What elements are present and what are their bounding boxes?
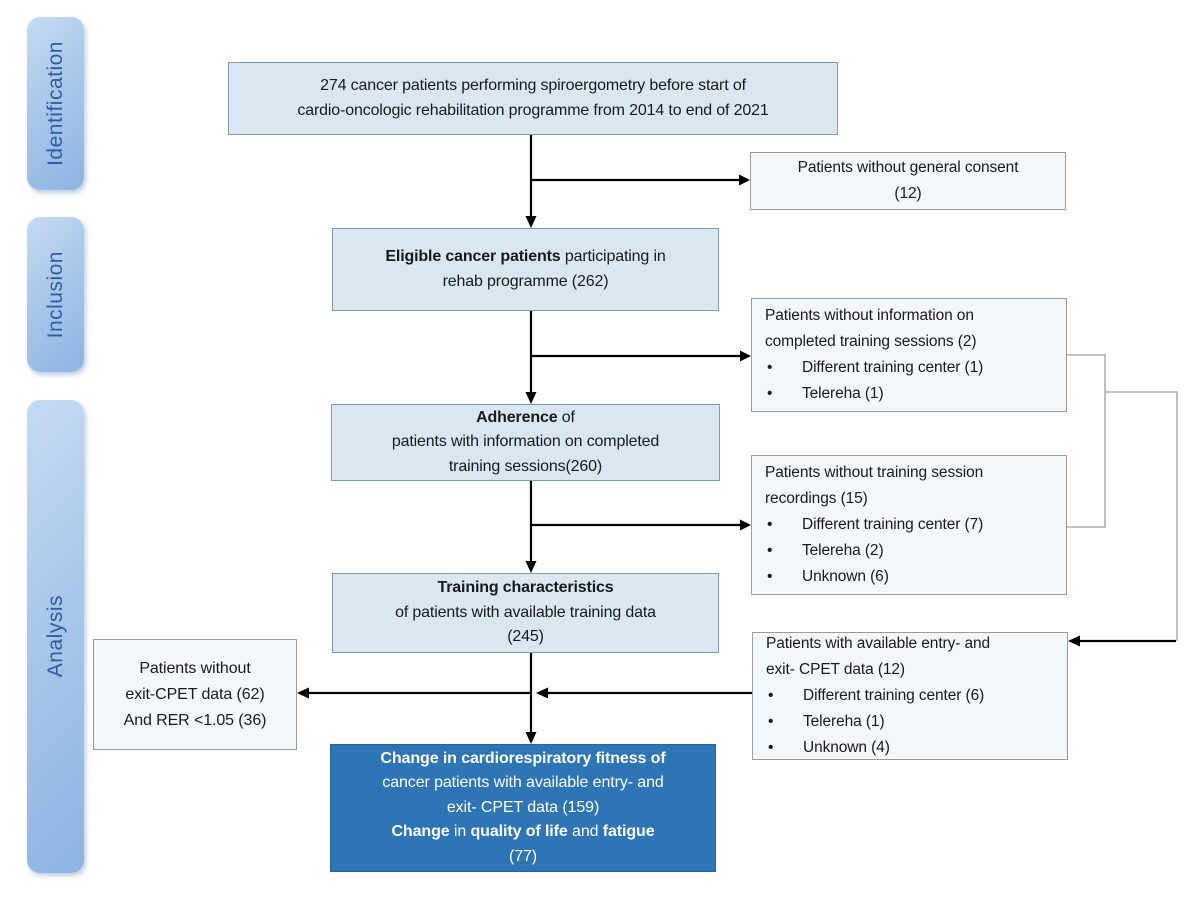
arrow-to-consent-head (739, 174, 750, 186)
stage-bar-inclusion: Inclusion (27, 217, 84, 372)
text-line: recordings (15) (765, 490, 868, 507)
text-line: Patients without (139, 659, 251, 677)
text-line: Adherence of (476, 408, 575, 426)
bullet-marker: • (768, 687, 774, 704)
text-line: (77) (508, 847, 538, 865)
bullet-line: •Different training center (6) (766, 683, 1057, 709)
stage-bar-identification: Identification (27, 17, 84, 190)
arrow-into-entryexit-head (1068, 635, 1080, 647)
text-line: completed training sessions (2) (765, 333, 977, 350)
text-line: cancer patients with available entry- an… (382, 774, 664, 792)
bullet-marker: • (767, 568, 773, 585)
text-line: (12) (894, 185, 922, 202)
text-line: cardio-oncologic rehabilitation programm… (297, 101, 769, 119)
bullet-marker: • (767, 359, 773, 376)
bullet-line: •Unknown (4) (766, 735, 1057, 761)
arrow-to-norecordings-head (740, 519, 751, 531)
arrow-entryexit-to-center-head (536, 687, 548, 699)
bullet-marker: • (767, 542, 773, 559)
box-eligible-patients-262: Eligible cancer patients participating i… (332, 228, 719, 311)
text-line: Change in quality of life and fatigue (391, 823, 655, 841)
box-without-general-consent-12: Patients without general consent (12) (750, 152, 1066, 210)
box-without-recordings-15: Patients without training session recordi… (751, 455, 1067, 595)
text-line: of patients with available training data (395, 603, 656, 621)
arrow-start-to-eligible-head (525, 216, 537, 228)
bullet-marker: • (768, 739, 774, 756)
stage-bar-analysis: Analysis (27, 400, 84, 873)
text-line: patients with information on completed (391, 433, 660, 451)
arrow-to-noinfo-head (740, 350, 751, 362)
connector-bracket-noinfo-norecordings (1067, 354, 1106, 528)
text-line: (245) (507, 628, 544, 646)
text-line: Patients without information on (765, 307, 974, 324)
box-change-fitness-final: Change in cardiorespiratory fitness of ca… (330, 744, 716, 872)
box-training-characteristics-245: Training characteristics of patients with… (332, 573, 719, 653)
arrow-eligible-to-adherence-head (525, 392, 537, 404)
text-line: Patients with available entry- and (766, 635, 991, 652)
bullet-marker: • (768, 713, 774, 730)
stage-label-identification: Identification (43, 41, 67, 166)
text-line: exit- CPET data (159) (446, 798, 600, 816)
bullet-line: •Telereha (2) (765, 538, 1056, 564)
text-line: rehab programme (262) (442, 272, 609, 290)
box-adherence-260: Adherence of patients with information on… (331, 404, 720, 481)
bullet-line: •Different training center (7) (765, 512, 1056, 538)
arrow-training-to-final-head (525, 732, 537, 744)
bullet-marker: • (767, 385, 773, 402)
connector-to-entry-exit-box (1105, 391, 1178, 641)
box-available-entry-exit-12: Patients with available entry- and exit- … (752, 632, 1068, 760)
stage-label-analysis: Analysis (43, 595, 67, 678)
text-line: Patients without general consent (797, 159, 1019, 176)
bullet-line: •Different training center (1) (765, 355, 1056, 381)
text-line: exit-CPET data (62) (125, 685, 265, 703)
box-without-info-sessions-2: Patients without information on completed… (751, 298, 1067, 412)
bullet-marker: • (767, 516, 773, 533)
box-cancer-patients-274: 274 cancer patients performing spiroergo… (228, 62, 838, 135)
text-line: exit- CPET data (12) (766, 661, 905, 678)
text-line: training sessions(260) (448, 457, 603, 475)
text-line: And RER <1.05 (36) (123, 711, 267, 729)
text-line: Eligible cancer patients participating i… (385, 248, 666, 265)
bullet-line: •Telereha (1) (765, 381, 1056, 407)
arrow-adherence-to-training-head (525, 561, 537, 573)
text-line: Patients without training session (765, 464, 984, 481)
text-line: 274 cancer patients performing spiroergo… (320, 77, 746, 94)
box-without-exit-cpet-62: Patients without exit-CPET data (62) And R… (93, 639, 297, 750)
text-line: Change in cardiorespiratory fitness of (380, 749, 666, 767)
bullet-line: •Telereha (1) (766, 709, 1057, 735)
stage-label-inclusion: Inclusion (43, 250, 67, 339)
text-line: Training characteristics (437, 579, 614, 597)
arrow-center-to-noexit-head (297, 687, 309, 699)
bullet-line: •Unknown (6) (765, 564, 1056, 590)
